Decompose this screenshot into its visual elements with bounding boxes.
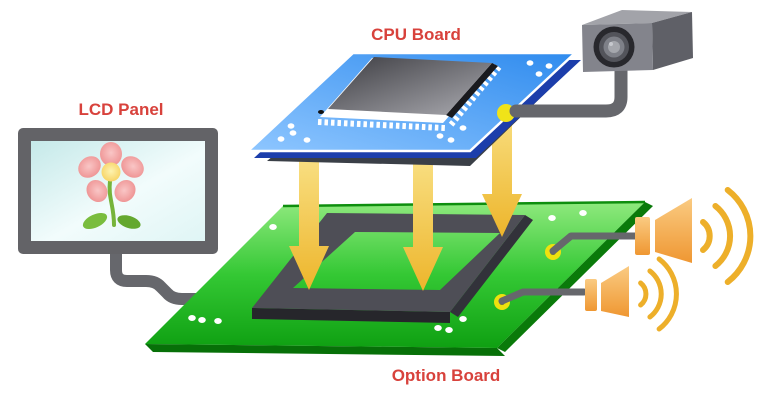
- speaker-wire-1: [549, 232, 640, 255]
- socket-frame: [252, 213, 533, 323]
- option-board-label: Option Board: [391, 366, 501, 385]
- sound-waves-icon: [638, 256, 679, 332]
- lcd-panel-label: LCD Panel: [78, 100, 164, 119]
- camera-lens: [593, 26, 635, 68]
- arrow-down-icon: [289, 152, 329, 290]
- lcd-cable: [110, 244, 218, 305]
- option-board-icon: [145, 200, 653, 356]
- camera-cable: [509, 55, 628, 118]
- lcd-monitor-icon: [18, 128, 218, 254]
- chip-top: [328, 57, 492, 115]
- option-board-bottom-edge: [145, 344, 505, 356]
- cpu-board-holes: [277, 60, 553, 143]
- option-board-holes: [188, 210, 587, 333]
- camera-icon: [582, 10, 693, 72]
- speaker-icon: [585, 256, 679, 332]
- cpu-chip-icon: [317, 57, 502, 131]
- speaker-icon: [635, 187, 754, 285]
- camera-side: [652, 12, 693, 70]
- flower-icon: [78, 142, 144, 230]
- chip-edge: [446, 63, 498, 118]
- arrow-down-icon: [403, 152, 443, 291]
- speaker-wire-2: [498, 288, 588, 305]
- speaker-wires: [498, 232, 640, 305]
- camera-top: [582, 10, 692, 25]
- sound-waves-icon: [700, 187, 754, 285]
- cpu-board-label: CPU Board: [371, 25, 461, 44]
- chip-notch: [318, 110, 324, 114]
- cpu-board-icon: [244, 51, 581, 166]
